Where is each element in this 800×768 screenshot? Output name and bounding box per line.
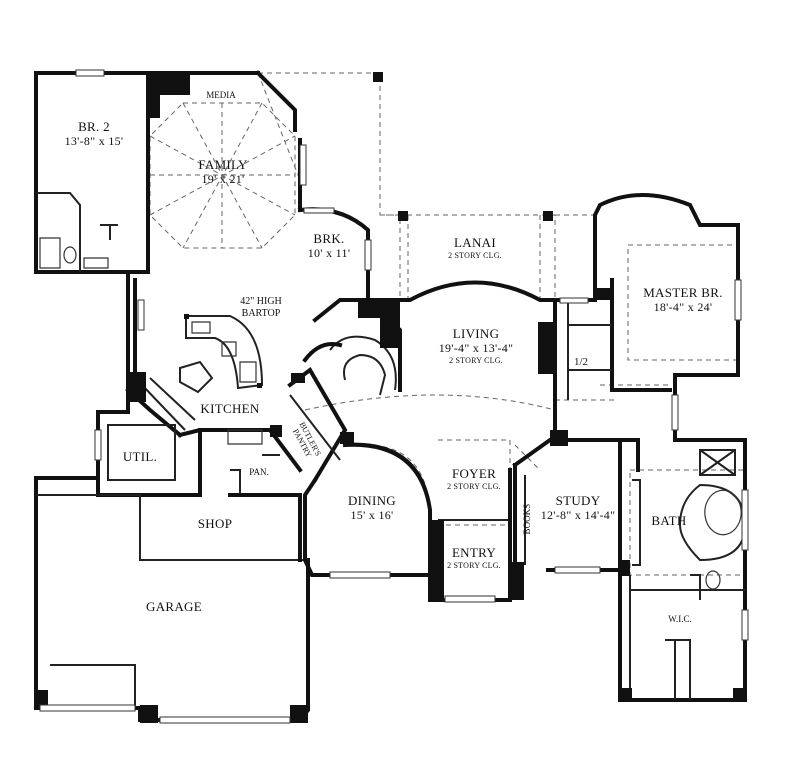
room-books-name: BOOKS bbox=[521, 503, 532, 535]
room-family-dim: 19' x 21' bbox=[201, 171, 245, 186]
bartop-line1: 42" HIGH bbox=[240, 296, 282, 307]
room-brk-name: BRK. bbox=[313, 231, 345, 246]
room-foyer-name: FOYER bbox=[451, 466, 497, 481]
room-lanai-note: 2 STORY CLG. bbox=[448, 250, 502, 260]
room-dining-dim: 15' x 16' bbox=[350, 507, 394, 522]
room-living-dim: 19'-4" x 13'-4" bbox=[438, 340, 514, 355]
room-living-note: 2 STORY CLG. bbox=[449, 355, 503, 365]
room-foyer: FOYER 2 STORY CLG. bbox=[438, 466, 510, 491]
room-brk-dim: 10' x 11' bbox=[307, 245, 351, 260]
kitchen-island bbox=[141, 314, 264, 445]
windows bbox=[39, 69, 749, 724]
room-family: FAMILY 19' x 21' bbox=[180, 157, 266, 187]
room-lanai: LANAI 2 STORY CLG. bbox=[430, 235, 520, 260]
room-entry-name: ENTRY bbox=[451, 545, 497, 560]
room-foyer-note: 2 STORY CLG. bbox=[447, 481, 501, 491]
room-util-name: UTIL. bbox=[122, 449, 158, 464]
room-shop-name: SHOP bbox=[197, 516, 233, 531]
room-living-name: LIVING bbox=[452, 326, 500, 341]
family-ceiling bbox=[149, 102, 296, 249]
bartop-line2: BARTOP bbox=[241, 307, 281, 319]
bartop-label: 42" HIGH BARTOP bbox=[226, 296, 296, 319]
room-media-name: MEDIA bbox=[206, 90, 236, 100]
room-entry-note: 2 STORY CLG. bbox=[447, 560, 501, 570]
room-br2: BR. 2 13'-8" x 15' bbox=[52, 119, 136, 149]
columns bbox=[36, 72, 745, 723]
room-study-dim: 12'-8" x 14'-4" bbox=[540, 507, 616, 522]
room-lanai-name: LANAI bbox=[454, 235, 496, 250]
room-pan-name: PAN. bbox=[249, 467, 269, 477]
room-master: MASTER BR. 18'-4" x 24' bbox=[628, 285, 738, 315]
room-wic-name: W.I.C. bbox=[668, 614, 692, 624]
room-living: LIVING 19'-4" x 13'-4" 2 STORY CLG. bbox=[418, 326, 534, 365]
room-br2-name: BR. 2 bbox=[78, 119, 110, 134]
room-bath-name: BATH bbox=[651, 513, 687, 528]
room-master-name: MASTER BR. bbox=[643, 285, 723, 300]
dashed-outlines bbox=[257, 72, 746, 576]
room-dining-name: DINING bbox=[347, 493, 396, 508]
room-dining: DINING 15' x 16' bbox=[336, 493, 408, 523]
room-entry: ENTRY 2 STORY CLG. bbox=[438, 545, 510, 570]
room-study: STUDY 12'-8" x 14'-4" bbox=[530, 493, 626, 523]
room-master-dim: 18'-4" x 24' bbox=[653, 299, 713, 314]
room-kitchen-name: KITCHEN bbox=[200, 401, 260, 416]
room-half-bath: 1/2 bbox=[573, 356, 589, 368]
room-garage-name: GARAGE bbox=[146, 599, 202, 614]
room-brk: BRK. 10' x 11' bbox=[296, 231, 362, 261]
room-study-name: STUDY bbox=[555, 493, 601, 508]
room-family-name: FAMILY bbox=[198, 157, 248, 172]
room-br2-dim: 13'-8" x 15' bbox=[64, 133, 124, 148]
